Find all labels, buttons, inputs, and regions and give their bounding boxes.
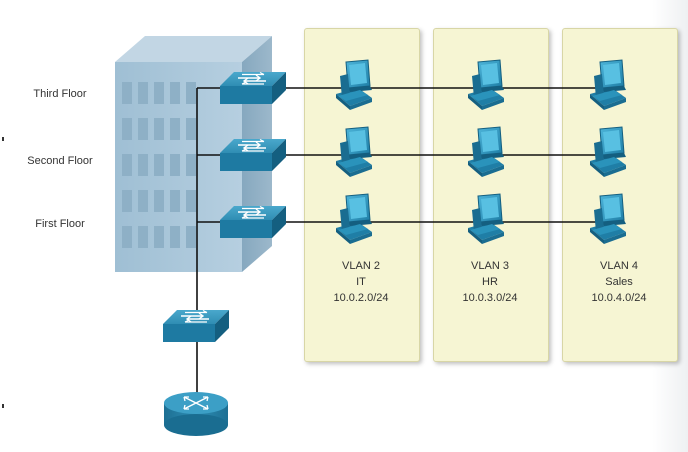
floor-label-third: Third Floor: [33, 88, 87, 100]
pc-vlan3-third-floor: [467, 59, 505, 111]
pc-vlan3-first-floor: [467, 193, 505, 245]
router: [164, 392, 228, 436]
vlan-name: VLAN 3: [471, 260, 509, 272]
vlan-dept: Sales: [605, 276, 633, 288]
pc-vlan2-third-floor: [335, 59, 373, 111]
vlan-subnet: 10.0.3.0/24: [462, 292, 518, 304]
pc-vlan4-first-floor: [589, 193, 627, 245]
vlan-dept: IT: [356, 276, 366, 288]
vlan-label-4: VLAN 4 Sales 10.0.4.0/24: [562, 258, 676, 306]
edge-tick: [2, 404, 4, 408]
vlan-subnet: 10.0.2.0/24: [333, 292, 389, 304]
vlan-label-3: VLAN 3 HR 10.0.3.0/24: [433, 258, 547, 306]
first-floor-switch: [219, 205, 287, 239]
third-floor-switch: [219, 71, 287, 105]
pc-vlan2-second-floor: [335, 126, 373, 178]
pc-vlan4-second-floor: [589, 126, 627, 178]
pc-vlan3-second-floor: [467, 126, 505, 178]
edge-tick: [2, 137, 4, 141]
distribution-switch: [162, 309, 230, 343]
vlan-dept: HR: [482, 276, 498, 288]
network-links: [196, 87, 600, 395]
vlan-name: VLAN 4: [600, 260, 638, 272]
vlan-label-2: VLAN 2 IT 10.0.2.0/24: [304, 258, 418, 306]
floor-label-first: First Floor: [35, 218, 85, 230]
floor-label-second: Second Floor: [27, 155, 93, 167]
pc-vlan2-first-floor: [335, 193, 373, 245]
pc-vlan4-third-floor: [589, 59, 627, 111]
second-floor-switch: [219, 138, 287, 172]
vlan-subnet: 10.0.4.0/24: [591, 292, 647, 304]
vlan-name: VLAN 2: [342, 260, 380, 272]
